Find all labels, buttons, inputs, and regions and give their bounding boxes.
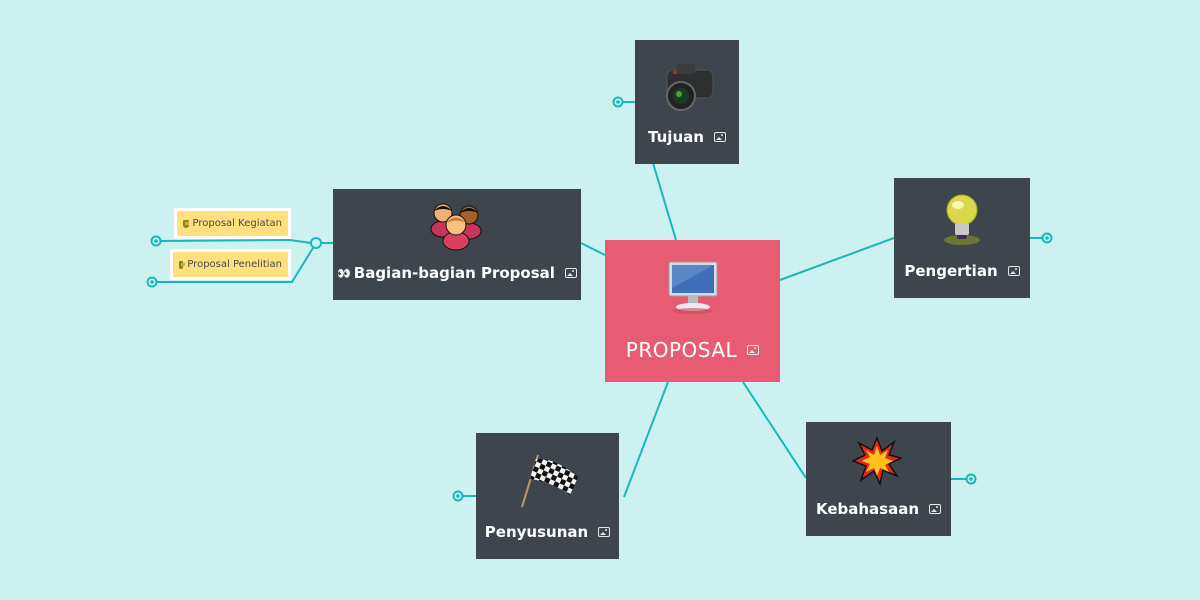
monitor-icon — [668, 261, 718, 314]
award-icon — [183, 219, 189, 228]
subtopic-proposal-penelitian[interactable]: Proposal Penelitian — [170, 249, 291, 280]
topic-label: Penyusunan — [484, 523, 589, 541]
topic-tujuan[interactable]: Tujuan — [635, 40, 739, 164]
connector-penelitian — [157, 247, 314, 283]
tujuan-label-row: Tujuan — [648, 128, 726, 146]
topic-pengertian[interactable]: Pengertian — [894, 178, 1030, 298]
checkered-flag-icon — [521, 454, 578, 508]
subtopic-label: Proposal Kegiatan — [192, 218, 282, 229]
kebahasaan-label-row: Kebahasaan — [815, 500, 942, 518]
image-icon[interactable] — [713, 132, 726, 142]
topic-label: Tujuan — [648, 128, 704, 146]
connector-kebahasaan — [742, 381, 807, 479]
eyes-icon: 👀 — [337, 266, 351, 280]
connector-kegiatan — [159, 238, 312, 244]
camera-icon — [666, 64, 714, 111]
central-topic-proposal[interactable]: PROPOSAL — [605, 240, 780, 382]
award-icon — [179, 260, 186, 269]
penyusunan-label-row: Penyusunan — [484, 523, 611, 541]
topic-kebahasaan[interactable]: Kebahasaan — [806, 422, 951, 536]
central-label-row: PROPOSAL — [625, 338, 760, 362]
bagian-label-row: 👀 Bagian-bagian Proposal — [337, 264, 577, 282]
image-icon[interactable] — [1007, 266, 1020, 276]
central-topic-label: PROPOSAL — [625, 338, 738, 362]
lightbulb-icon — [944, 194, 980, 245]
topic-penyusunan[interactable]: Penyusunan — [476, 433, 619, 559]
explosion-icon — [852, 436, 902, 486]
pengertian-label-row: Pengertian — [904, 262, 1020, 280]
topic-label: Bagian-bagian Proposal — [353, 264, 555, 282]
image-icon[interactable] — [598, 527, 611, 537]
image-icon[interactable] — [929, 504, 942, 514]
connector-bagian — [580, 242, 606, 256]
connector-penyusunan — [623, 381, 669, 498]
topic-label: Kebahasaan — [815, 500, 920, 518]
image-icon[interactable] — [564, 268, 577, 278]
connector-pengertian — [779, 237, 895, 281]
subtopic-label: Proposal Penelitian — [187, 259, 282, 270]
image-icon[interactable] — [747, 345, 760, 355]
subtopic-proposal-kegiatan[interactable]: Proposal Kegiatan — [174, 208, 291, 239]
topic-label: Pengertian — [904, 262, 998, 280]
people-icon — [430, 203, 482, 251]
connector-tujuan — [652, 162, 677, 241]
topic-bagian-bagian-proposal[interactable]: 👀 Bagian-bagian Proposal — [333, 189, 581, 300]
collapse-toggle-bagian[interactable] — [310, 237, 322, 249]
